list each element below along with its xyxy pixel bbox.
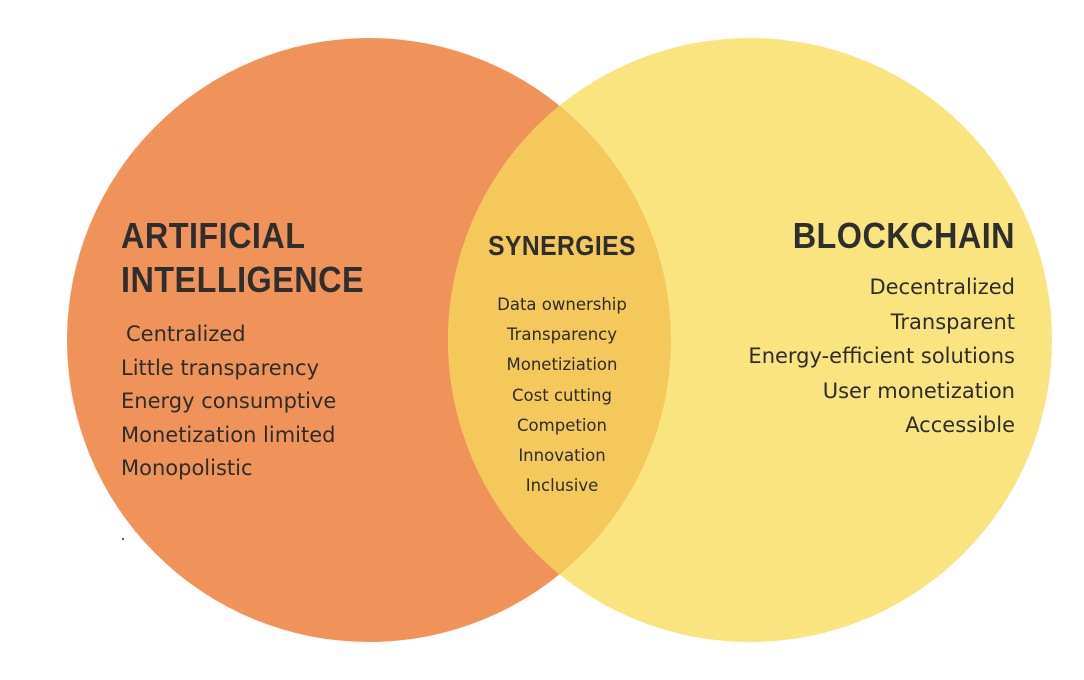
blockchain-trait-item: Energy-efficient solutions — [748, 344, 1015, 369]
blockchain-traits-list: Decentralized Transparent Energy-efficie… — [700, 270, 1015, 443]
synergy-item: Competion — [517, 415, 607, 435]
synergy-item: Data ownership — [497, 295, 627, 314]
synergies-title: SYNERGIES — [488, 230, 636, 261]
synergy-item: Inclusive — [525, 476, 599, 496]
synergy-item: Transparency — [506, 325, 618, 345]
ai-trait-item: Monetization limited — [121, 422, 336, 447]
stray-dot — [122, 538, 124, 540]
synergy-item: Innovation — [518, 446, 606, 466]
ai-trait-item: Little transparency — [121, 355, 319, 380]
blockchain-trait-item: Accessible — [905, 413, 1015, 438]
synergies-section: SYNERGIES Data ownership Transparency Mo… — [460, 226, 664, 501]
ai-trait-item: Monopolistic — [121, 456, 253, 480]
blockchain-trait-item: User monetization — [822, 378, 1015, 403]
ai-title-line2: INTELLIGENCE — [121, 259, 365, 300]
synergy-item: Monetiziation — [506, 355, 618, 375]
ai-traits-list: Centralized Little transparency Energy c… — [121, 318, 421, 486]
synergies-overlap — [448, 38, 671, 642]
blockchain-trait-item: Decentralized — [869, 275, 1015, 299]
blockchain-trait-item: Transparent — [890, 309, 1015, 334]
ai-section: ARTIFICIAL INTELLIGENCE Centralized Litt… — [121, 214, 421, 486]
synergy-item: Cost cutting — [512, 385, 612, 405]
ai-trait-item: Centralized — [126, 322, 246, 346]
ai-trait-item: Energy consumptive — [121, 389, 337, 413]
blockchain-section: BLOCKCHAIN Decentralized Transparent Ene… — [700, 214, 1015, 443]
ai-title: ARTIFICIAL INTELLIGENCE — [121, 214, 391, 302]
ai-title-line1: ARTIFICIAL — [121, 215, 306, 256]
blockchain-title: BLOCKCHAIN — [792, 215, 1015, 256]
synergies-list: Data ownership Transparency Monetiziatio… — [460, 290, 664, 501]
